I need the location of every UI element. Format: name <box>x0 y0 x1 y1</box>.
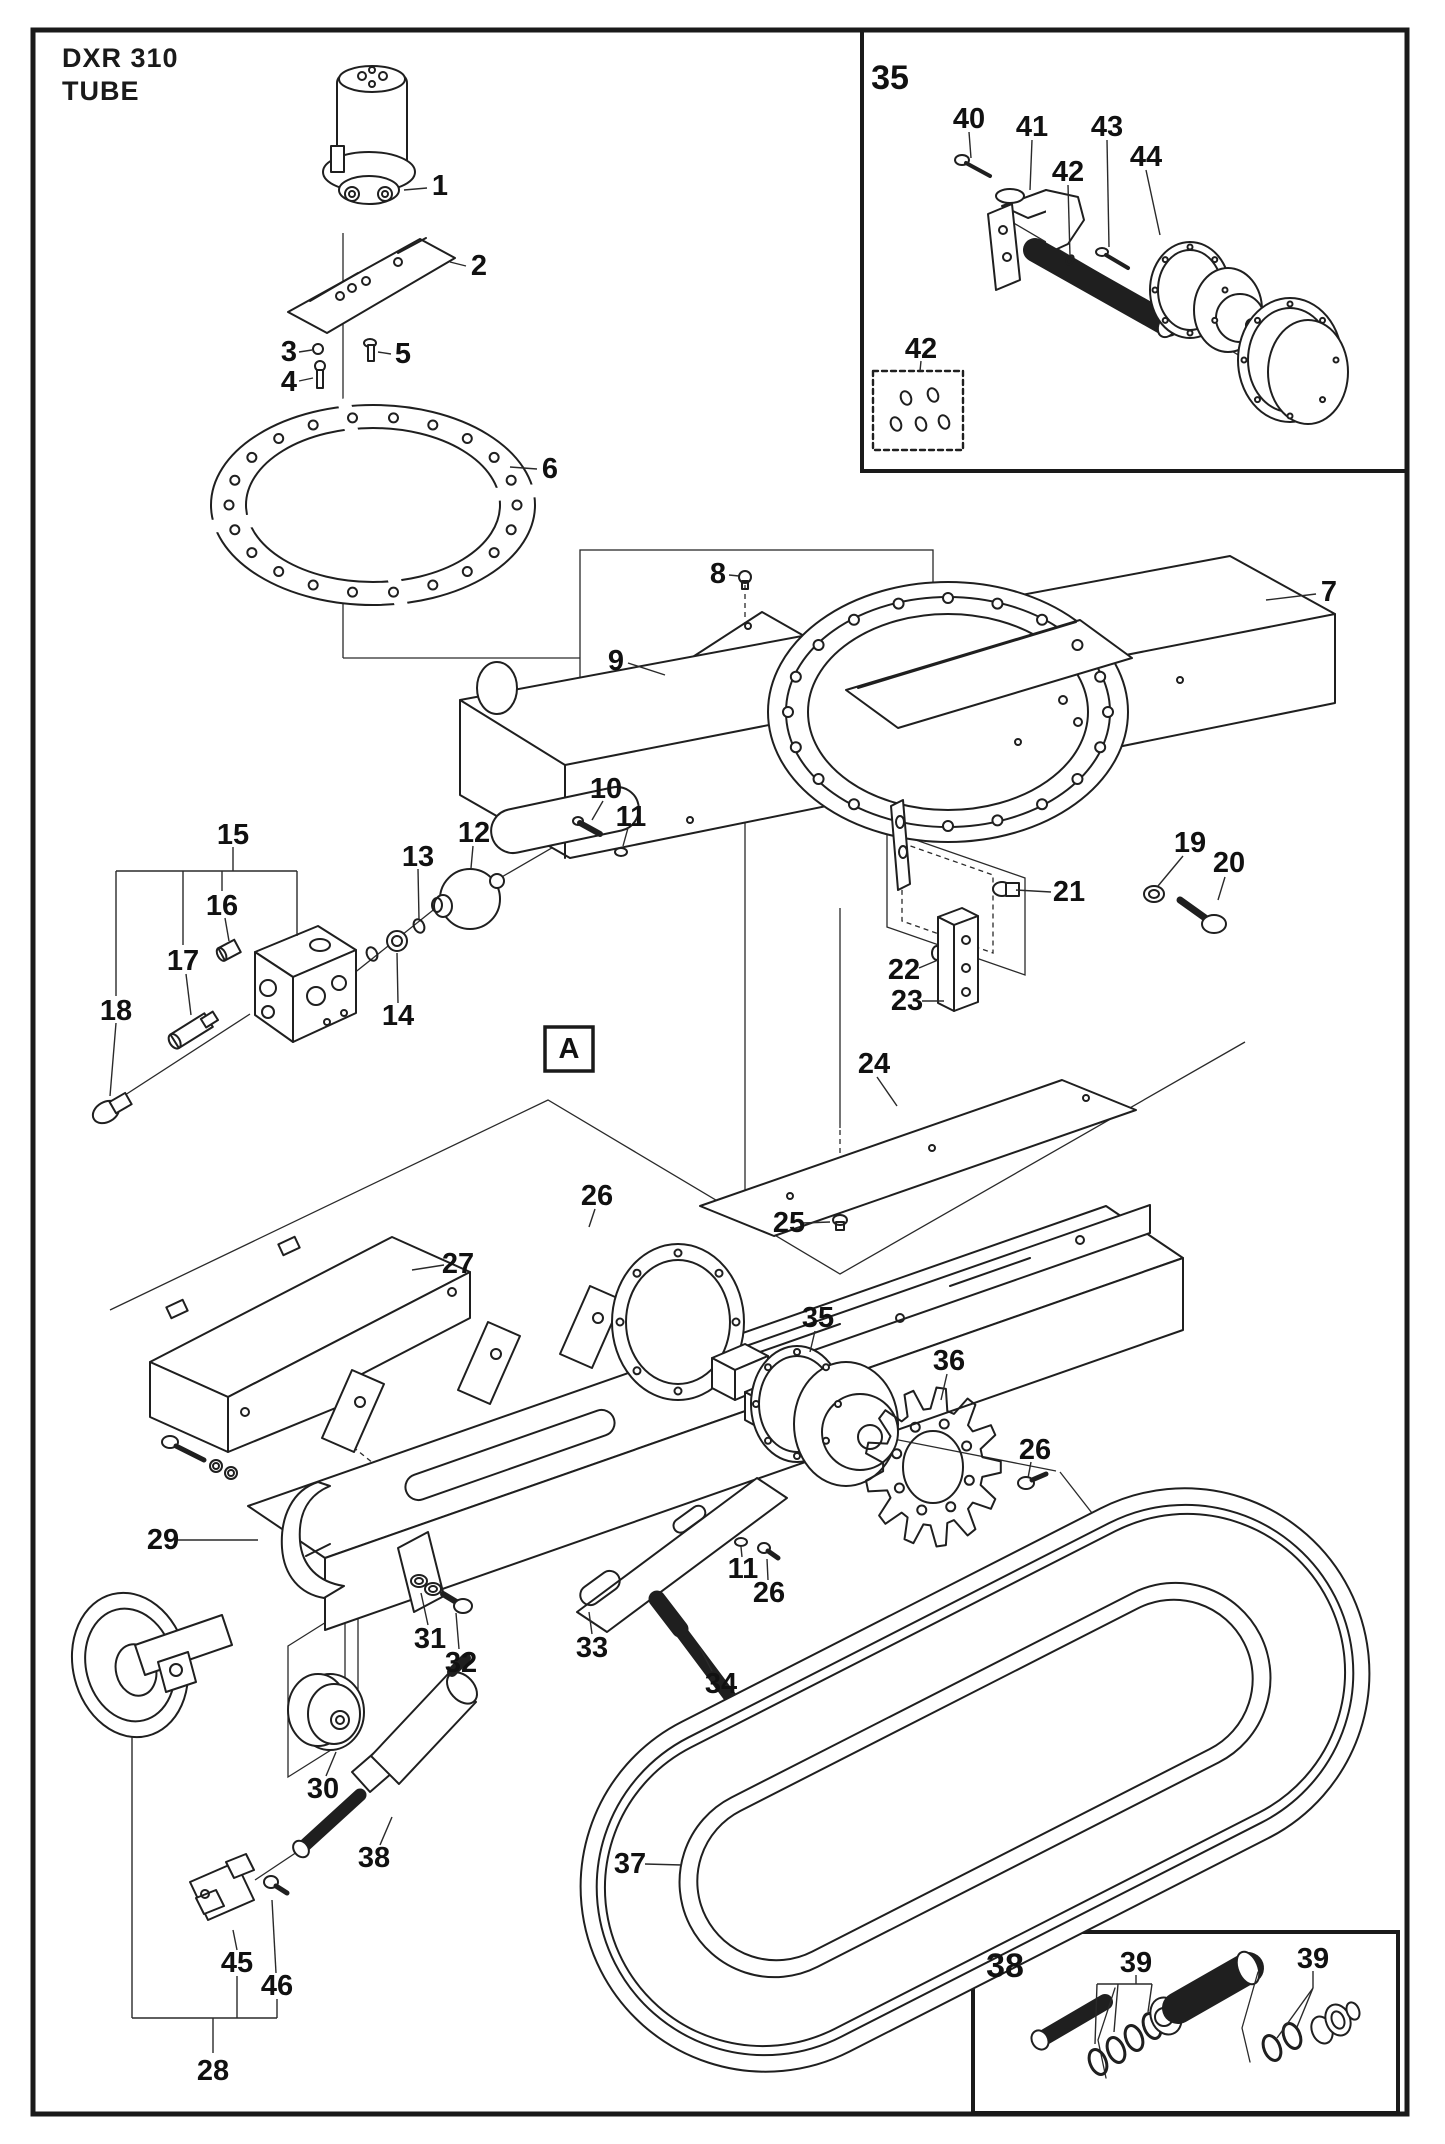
inset-box-tension-cylinder <box>971 1930 1400 2115</box>
part-label-10: 10 <box>590 773 622 805</box>
part-label-45: 45 <box>221 1947 253 1979</box>
part-label-1: 1 <box>432 170 448 202</box>
bottom-plate-part-24 <box>699 1079 1137 1237</box>
part-label-21: 21 <box>1053 876 1085 908</box>
view-a-box <box>543 1025 595 1073</box>
bolt-washers-31-32 <box>410 1574 473 1614</box>
part-label-9: 9 <box>608 645 624 677</box>
part-label-26: 26 <box>581 1180 613 1212</box>
part-label-42: 42 <box>905 333 937 365</box>
slew-flange-ring <box>767 581 1133 843</box>
part-label-22: 22 <box>888 954 920 986</box>
part-label-5: 5 <box>395 338 411 370</box>
part-label-35: 35 <box>802 1302 834 1334</box>
part-label-39: 39 <box>1297 1943 1329 1975</box>
part-number-labels: 1234567891011121314151617181920212223242… <box>100 59 1337 2087</box>
pin-10-washer-11 <box>572 816 628 857</box>
part-label-46: 46 <box>261 1970 293 2002</box>
drawing-title: DXR 310 TUBE <box>62 42 179 108</box>
part-label-25: 25 <box>773 1207 805 1239</box>
part-label-23: 23 <box>891 985 923 1017</box>
part-label-27: 27 <box>442 1248 474 1280</box>
part-label-11: 11 <box>728 1553 759 1585</box>
travel-gear-part-30 <box>287 1673 365 1751</box>
drive-motor-part-35 <box>711 1343 899 1487</box>
part-label-14: 14 <box>382 1000 414 1032</box>
part-label-11: 11 <box>616 801 647 833</box>
part-label-19: 19 <box>1174 827 1206 859</box>
part-label-A: A <box>559 1033 580 1065</box>
part-label-4: 4 <box>281 366 297 398</box>
part-label-35: 35 <box>871 59 909 97</box>
model-name: DXR 310 <box>62 43 179 73</box>
inset-drive-unit-drawing <box>871 154 1349 452</box>
part-label-28: 28 <box>197 2055 229 2087</box>
part-label-29: 29 <box>147 1524 179 1556</box>
part-label-30: 30 <box>307 1773 339 1805</box>
part-label-13: 13 <box>402 841 434 873</box>
part-label-32: 32 <box>445 1647 477 1679</box>
part-label-7: 7 <box>1321 576 1337 608</box>
page-border <box>30 27 1410 2117</box>
rubber-track-part-37 <box>579 1487 1371 2073</box>
guard-arm-part-33 <box>576 1477 788 1633</box>
inset-box-drive-unit <box>860 28 1409 473</box>
segment-ring-part-6 <box>203 396 544 614</box>
valve-block-part-15 <box>254 925 357 1043</box>
washer-19-bolt-20 <box>1143 885 1227 934</box>
sprocket-part-36 <box>865 1386 1002 1548</box>
part-label-26: 26 <box>753 1577 785 1609</box>
part-label-17: 17 <box>167 945 199 977</box>
plug-part-21 <box>992 881 1020 897</box>
part-label-31: 31 <box>414 1623 446 1655</box>
part-label-24: 24 <box>858 1048 890 1080</box>
part-label-36: 36 <box>933 1345 965 1377</box>
bracket-part-2 <box>287 237 456 334</box>
part-label-20: 20 <box>1213 847 1245 879</box>
part-label-38: 38 <box>986 1947 1024 1985</box>
part-label-16: 16 <box>206 890 238 922</box>
part-label-33: 33 <box>576 1632 608 1664</box>
cover-bolt-washers <box>161 1435 238 1480</box>
fittings-parts-13-14 <box>365 918 426 962</box>
mount-plate-and-block-22-23 <box>890 799 979 1012</box>
tension-cylinder-part-38-main <box>292 1653 478 1859</box>
inset-tension-cylinder-drawing <box>1030 1950 1361 2079</box>
part-label-3: 3 <box>281 336 297 368</box>
part-label-37: 37 <box>614 1848 646 1880</box>
part-label-8: 8 <box>710 558 726 590</box>
idler-wheel-group-28 <box>70 1591 233 1739</box>
part-label-12: 12 <box>458 817 490 849</box>
accumulator-sphere-part-12 <box>431 868 505 930</box>
section-name: TUBE <box>62 76 140 106</box>
part-label-15: 15 <box>217 819 249 851</box>
screws-parts-3-4-5 <box>312 338 377 389</box>
part-label-42: 42 <box>1052 156 1084 188</box>
part-label-39: 39 <box>1120 1947 1152 1979</box>
part-label-44: 44 <box>1130 141 1162 173</box>
part-label-40: 40 <box>953 103 985 135</box>
part-label-34: 34 <box>705 1668 737 1700</box>
motor-flange-holes <box>752 1348 842 1460</box>
part-label-43: 43 <box>1091 111 1123 143</box>
hydraulic-motor-part-1 <box>322 65 416 205</box>
washer-11-bolt-26-lower <box>734 1537 781 1561</box>
tension-fork-45-screw-46 <box>189 1853 290 1921</box>
part-label-41: 41 <box>1016 111 1048 143</box>
sprocket-bolt-26-right <box>1017 1471 1049 1490</box>
part-label-38: 38 <box>358 1842 390 1874</box>
part-label-18: 18 <box>100 995 132 1027</box>
part-label-26: 26 <box>1019 1434 1051 1466</box>
part-label-6: 6 <box>542 453 558 485</box>
part-label-2: 2 <box>471 250 487 282</box>
plug-16-valve-17-plug-18 <box>91 938 242 1125</box>
